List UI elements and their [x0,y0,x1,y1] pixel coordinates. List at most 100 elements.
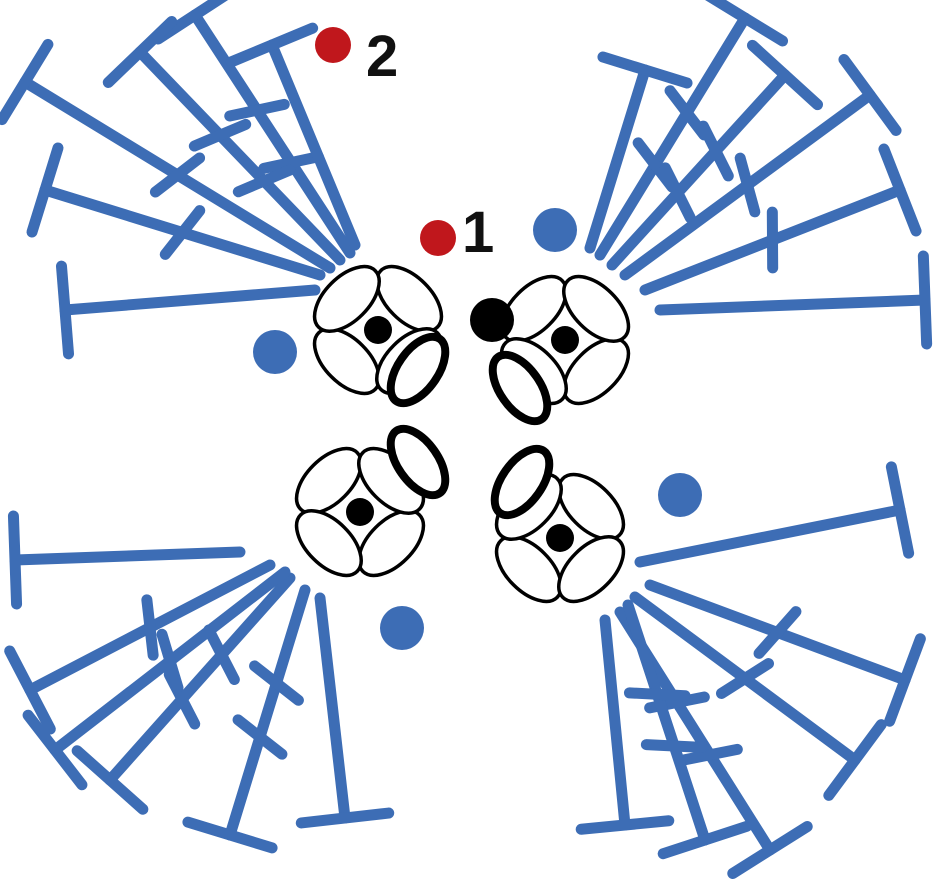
stitch-top-bar [22,709,88,791]
stitch-symbol [225,22,361,251]
stitch-top-bar [727,821,813,879]
stitch-top-bar [152,0,229,45]
round-1-label: 1 [462,200,494,265]
stitch-symbol [102,16,346,266]
puff-cluster [312,264,444,396]
stitch-post [622,599,711,846]
stitch-symbol [654,250,933,350]
stitch-symbol [55,260,321,360]
cluster-loop [375,264,444,333]
puff-cluster [294,446,426,578]
stitch-top-bar [917,250,933,350]
slip-stitch-dot [551,326,579,354]
stitch-symbol [182,584,311,854]
stitch-top-bar [878,143,922,237]
stitch-crossbar [232,164,296,198]
stitch-crossbar [697,120,734,182]
stitch-top-bar [838,54,902,136]
stitch-symbol [71,572,296,815]
stitch-symbol [639,143,922,296]
stitch-symbol [295,592,395,829]
stitch-symbol [7,510,246,610]
cluster-loop [562,274,631,343]
stitch-post [224,584,311,841]
stitch-top-bar [295,807,395,829]
stitch-top-bar [102,16,178,88]
stitch-post [59,284,321,316]
cluster-loop [294,509,363,578]
stitch-symbol [634,461,915,568]
stitch-top-bar [71,745,149,815]
stitch-post [606,69,791,271]
stitch-crossbar [734,152,761,218]
chain-stitch [386,332,450,408]
round-1-start-marker [420,220,456,256]
stitch-top-bar [182,816,278,854]
stitch-symbol [575,614,675,835]
stitch-symbol [644,579,926,727]
slip-stitch-dot [364,316,392,344]
stitch-post [189,9,356,259]
cluster-loop [357,509,426,578]
stitch-post [584,64,651,254]
round-2-start-marker [315,27,351,63]
stitch-post [104,572,296,786]
stitch-top-bar [597,51,693,89]
stitch-top-bar [885,461,915,559]
stitch-post [654,294,931,316]
stitch-crossbar [141,594,159,661]
stitch-top-bar [884,633,926,727]
stitch-crossbar [258,151,324,174]
stitch-top-bar [575,815,675,835]
stitch-symbol [584,51,693,254]
stitch-post [134,46,346,266]
stitch-top-bar [705,0,789,47]
cluster-loop [294,446,363,515]
stitch-crossbar [677,743,743,766]
stitch-top-bar [823,719,887,801]
stitch-crossbar [623,687,691,702]
stitch-post [266,39,361,251]
stitch-top-bar [4,645,56,735]
stitch-crossbar [188,118,252,152]
stitch-crossbar [203,624,240,686]
stitch-symbol [622,599,753,860]
stitch-top-bar [7,510,23,610]
stitch-symbol [22,566,291,791]
markers [253,27,702,650]
cluster-loop [494,535,563,604]
slip-stitch-dot [346,498,374,526]
center-dot [470,298,514,342]
stitch-crossbar [159,205,206,260]
stitch-top-bar [657,820,753,860]
stitch-crossbar [640,739,708,753]
stitch-post [599,614,631,831]
puff-clusters [294,264,631,604]
blue-slip-stitch [658,473,702,517]
stitch-crossbar [156,628,184,694]
stitch-symbol [629,591,887,801]
cluster-loop [312,327,381,396]
stitch-symbol [4,559,276,735]
stitch-top-bar [746,39,824,111]
stitch-fans [0,0,933,879]
chain-stitch [386,424,450,500]
stitch-top-bar [55,260,75,360]
stitch-symbol [26,142,326,281]
stitch-symbol [152,0,356,259]
stitch-crossbar [753,606,802,659]
stitch-crossbar [224,98,290,122]
blue-slip-stitch [533,208,577,252]
chain-stitch [488,350,552,426]
stitch-crossbar [232,714,288,760]
stitch-post [314,592,351,824]
stitch-crossbar [249,660,304,706]
stitch-crossbar [149,152,206,198]
round-2-label: 2 [366,24,398,89]
blue-slip-stitch [380,606,424,650]
stitch-top-bar [0,38,54,126]
stitch-post [594,12,751,261]
chain-stitch [490,444,554,520]
stitch-top-bar [225,22,319,68]
